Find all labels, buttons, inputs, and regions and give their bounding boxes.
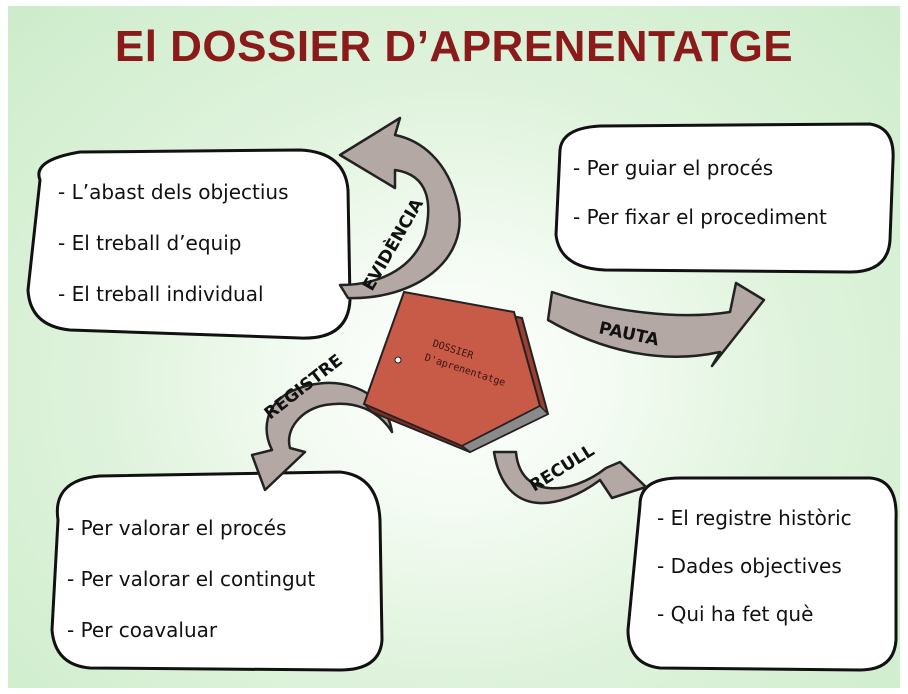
bubble-bottom-right-item: - Qui ha fet què — [657, 602, 814, 626]
arrow-pauta — [546, 281, 766, 368]
page-title: El DOSSIER D’APRENENTATGE — [114, 22, 794, 71]
bubble-bottom-right-item: - El registre històric — [657, 506, 852, 530]
arrow-evidencia — [338, 116, 461, 300]
bubble-top-right — [554, 122, 895, 274]
bubble-top-right-item: - Per fixar el procediment — [573, 205, 827, 229]
bubble-bottom-left-item: - Per coavaluar — [67, 618, 218, 642]
bubble-top-left-item: - L’abast dels objectius — [58, 180, 289, 204]
arrow-recull — [492, 450, 648, 505]
bubble-top-left-item: - El treball d’equip — [58, 231, 242, 255]
bubble-top-left — [26, 148, 352, 340]
arrow-registre — [250, 381, 394, 492]
bubble-top-left-item: - El treball individual — [58, 282, 264, 306]
bubble-bottom-left-item: - Per valorar el contingut — [67, 567, 316, 591]
bubble-bottom-left-item: - Per valorar el procés — [67, 516, 287, 540]
bubble-bottom-left — [50, 470, 384, 672]
dossier-book: DOSSIER D'aprenentatge — [362, 290, 550, 454]
bubble-bottom-right-item: - Dades objectives — [657, 554, 842, 578]
bubble-bottom-right — [626, 476, 898, 672]
bubble-top-right-item: - Per guiar el procés — [573, 156, 774, 180]
